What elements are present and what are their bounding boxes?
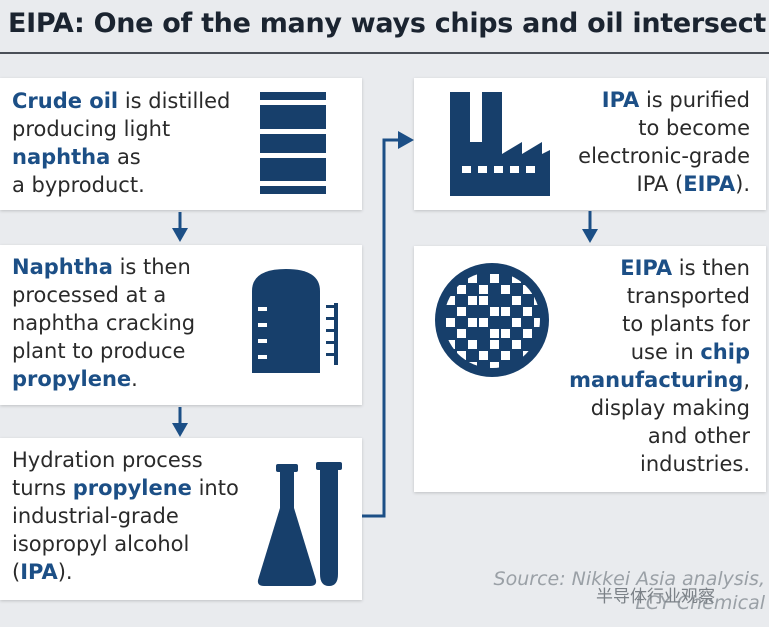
flow-arrow-1: [172, 212, 188, 242]
flow-connector-to-purification: [362, 131, 414, 518]
silicon-wafer-icon: [435, 263, 549, 377]
source-note: Source: Nikkei Asia analysis, LCY Chemic…: [493, 568, 765, 614]
factory-icon: [450, 92, 550, 196]
lab-flask-icon: [257, 462, 342, 586]
oil-barrel-icon: [259, 92, 327, 194]
chart-title: EIPA: One of the many ways chips and oil…: [8, 8, 767, 39]
flow-arrow-4: [582, 211, 598, 243]
watermark: 半导体行业观察: [596, 587, 715, 607]
storage-tank-icon: [252, 269, 338, 373]
flow-arrow-2: [172, 407, 188, 437]
title-divider: [0, 52, 769, 54]
